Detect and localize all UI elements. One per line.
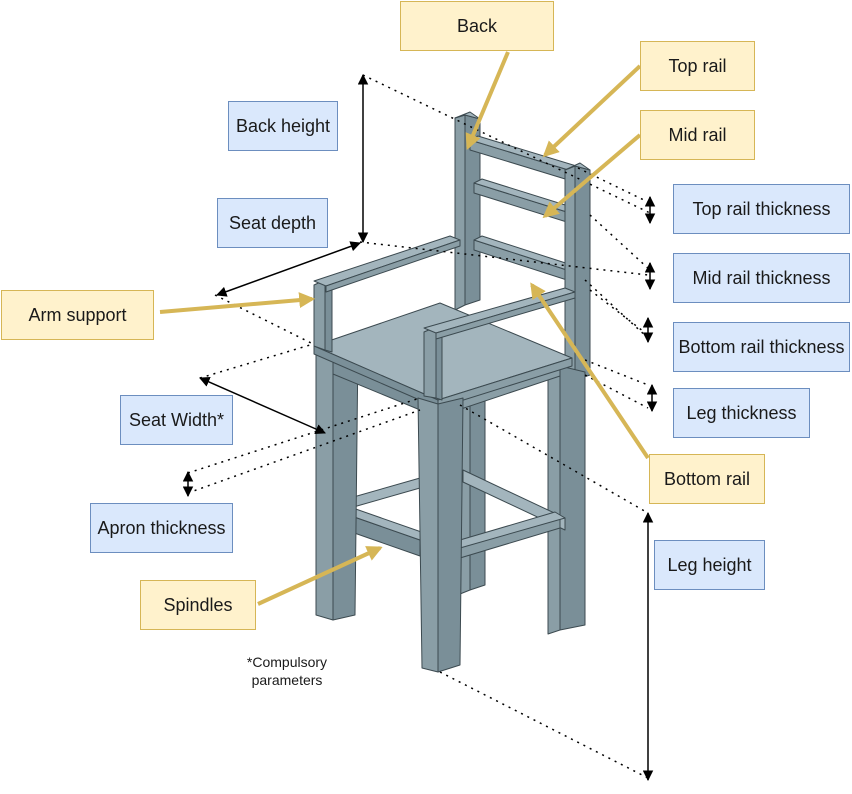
right-back-post	[564, 162, 591, 386]
bottom-rail-label: Bottom rail	[649, 454, 765, 504]
footnote-line-2: parameters	[251, 672, 323, 688]
spindles-arrow	[257, 546, 383, 606]
spindle-stretchers	[339, 469, 566, 559]
mid-rail-thickness-label: Mid rail thickness	[673, 253, 850, 303]
leg-height-label: Leg height	[654, 540, 765, 590]
dimension-lines	[182, 73, 658, 782]
arm-support-label: Arm support	[1, 290, 154, 340]
footnote-line-1: *Compulsory	[246, 654, 328, 670]
left-back-post	[454, 111, 481, 311]
front-left-leg	[315, 344, 359, 621]
back-label: Back	[400, 1, 554, 51]
seat-width-label: Seat Width*	[120, 395, 233, 445]
compulsory-footnote: *Compulsory parameters	[232, 653, 342, 689]
mid-rail-label: Mid rail	[640, 110, 755, 160]
back-height-label: Back height	[228, 101, 338, 151]
arm-support-arrow	[159, 292, 316, 314]
back-arrow	[465, 51, 510, 150]
seat	[313, 302, 573, 409]
top-rail-thickness-label: Top rail thickness	[673, 184, 850, 234]
chair-model	[313, 111, 591, 673]
spindles-label: Spindles	[140, 580, 256, 630]
top-rail-label: Top rail	[640, 41, 755, 91]
callout-arrows	[159, 51, 650, 606]
leg-thickness-label: Leg thickness	[673, 388, 810, 438]
seat-depth-label: Seat depth	[217, 198, 328, 248]
mid-rail-arrow	[542, 133, 642, 219]
top-rail-arrow	[542, 64, 642, 158]
bottom-rail-thickness-label: Bottom rail thickness	[673, 322, 850, 372]
apron-thickness-label: Apron thickness	[90, 503, 233, 553]
front-right-leg	[417, 397, 464, 673]
bottom-rail-arrow	[530, 282, 650, 460]
